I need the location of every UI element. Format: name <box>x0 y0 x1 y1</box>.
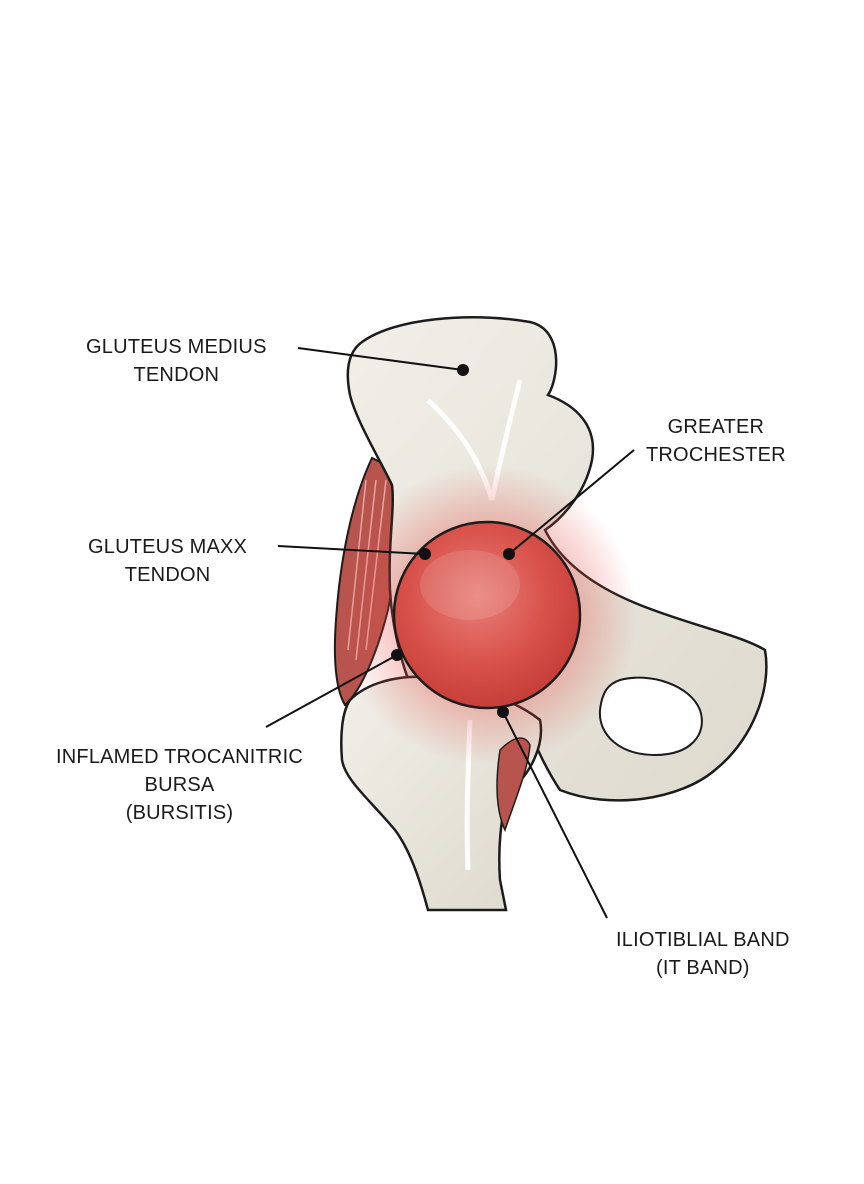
dot-gluteus-maxx <box>419 548 431 560</box>
dot-greater-trochester <box>503 548 515 560</box>
label-greater-trochester: GREATER TROCHESTER <box>646 413 786 469</box>
label-greater-trochester-line1: GREATER <box>646 413 786 441</box>
label-greater-trochester-line2: TROCHESTER <box>646 441 786 469</box>
label-inflamed-bursa-line2: BURSA <box>56 771 303 799</box>
label-inflamed-bursa-line3: (BURSITIS) <box>56 799 303 827</box>
label-iliotibial-band: ILIOTIBLIAL BAND (IT BAND) <box>616 926 790 982</box>
label-gluteus-medius-line2: TENDON <box>86 361 267 389</box>
label-gluteus-medius: GLUTEUS MEDIUS TENDON <box>86 333 267 389</box>
dot-inflamed-bursa <box>391 649 403 661</box>
label-gluteus-medius-line1: GLUTEUS MEDIUS <box>86 333 267 361</box>
label-gluteus-maxx: GLUTEUS MAXX TENDON <box>88 533 247 589</box>
label-iliotibial-band-line1: ILIOTIBLIAL BAND <box>616 926 790 954</box>
dot-iliotibial-band <box>497 706 509 718</box>
label-inflamed-bursa: INFLAMED TROCANITRIC BURSA (BURSITIS) <box>56 743 303 827</box>
label-inflamed-bursa-line1: INFLAMED TROCANITRIC <box>56 743 303 771</box>
label-iliotibial-band-line2: (IT BAND) <box>616 954 790 982</box>
label-gluteus-maxx-line1: GLUTEUS MAXX <box>88 533 247 561</box>
dot-gluteus-medius <box>457 364 469 376</box>
bursa-highlight <box>420 550 520 620</box>
label-gluteus-maxx-line2: TENDON <box>88 561 247 589</box>
